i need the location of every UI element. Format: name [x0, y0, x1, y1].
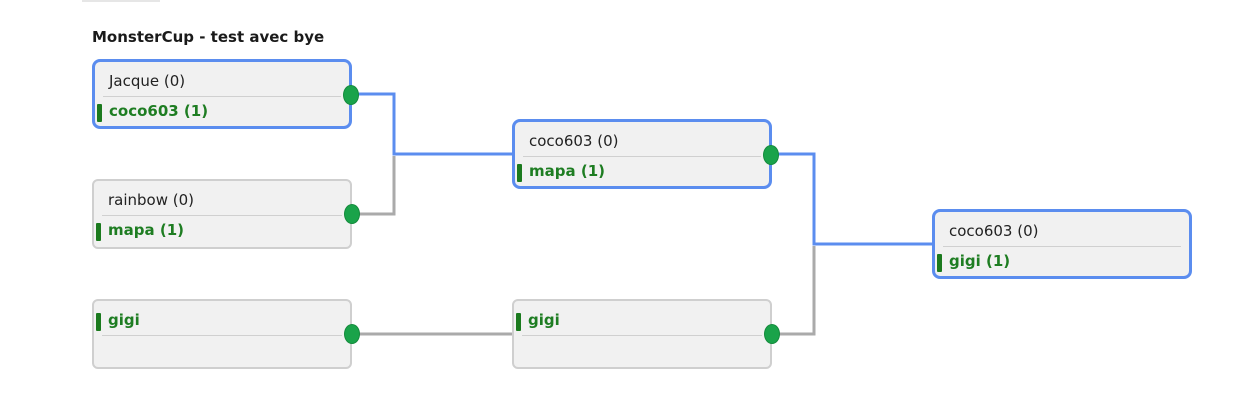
player-name: rainbow (0): [108, 191, 195, 209]
match-player-row-winner: mapa (1): [94, 215, 350, 245]
match-player-row-empty: [94, 335, 350, 365]
player-name: gigi (1): [949, 252, 1011, 270]
row-divider: [943, 246, 1181, 247]
match-player-row-winner: mapa (1): [515, 156, 769, 186]
row-divider: [522, 335, 762, 336]
connector-knob-icon: [344, 204, 360, 224]
connector-r2m1-r3m1: [772, 152, 932, 246]
match-player-row-winner: gigi (1): [935, 246, 1189, 276]
player-name: mapa (1): [529, 162, 605, 180]
connector-knob-icon: [763, 145, 779, 165]
connector-knob-icon: [344, 324, 360, 344]
player-name: mapa (1): [108, 221, 184, 239]
top-tab-indicator: [82, 0, 160, 2]
winner-indicator: [97, 104, 102, 122]
connector-r1m1-r2m1: [352, 92, 512, 156]
match-r2-2[interactable]: gigi: [512, 299, 780, 369]
winner-indicator: [96, 313, 101, 331]
player-name: gigi: [108, 311, 140, 329]
match-player-row-winner: coco603 (1): [95, 96, 349, 126]
winner-indicator: [516, 313, 521, 331]
bracket-title: MonsterCup - test avec bye: [92, 28, 325, 46]
player-name: gigi: [528, 311, 560, 329]
match-r2-1[interactable]: coco603 (0) mapa (1): [512, 119, 779, 189]
match-r1-1[interactable]: Jacque (0) coco603 (1): [92, 59, 359, 129]
row-divider: [102, 215, 342, 216]
connector-knob-icon: [764, 324, 780, 344]
connector-r1m2-r2m1: [352, 156, 396, 216]
player-name: coco603 (0): [529, 132, 619, 150]
winner-indicator: [96, 223, 101, 241]
match-r1-3[interactable]: gigi: [92, 299, 360, 369]
player-name: coco603 (0): [949, 222, 1039, 240]
match-player-row-empty: [514, 335, 770, 365]
winner-indicator: [517, 164, 522, 182]
player-name: Jacque (0): [109, 72, 186, 90]
match-player-row: coco603 (0): [515, 126, 769, 156]
match-player-row: rainbow (0): [94, 185, 350, 215]
connector-knob-icon: [343, 85, 359, 105]
match-player-row: coco603 (0): [935, 216, 1189, 246]
winner-indicator: [937, 254, 942, 272]
row-divider: [523, 156, 761, 157]
row-divider: [103, 96, 341, 97]
player-name: coco603 (1): [109, 102, 209, 120]
row-divider: [102, 335, 342, 336]
match-player-row-winner: gigi: [514, 305, 770, 335]
match-player-row-winner: gigi: [94, 305, 350, 335]
match-final[interactable]: coco603 (0) gigi (1): [932, 209, 1192, 279]
match-player-row: Jacque (0): [95, 66, 349, 96]
match-r1-2[interactable]: rainbow (0) mapa (1): [92, 179, 360, 249]
connector-r2m2-r3m1: [772, 246, 816, 336]
